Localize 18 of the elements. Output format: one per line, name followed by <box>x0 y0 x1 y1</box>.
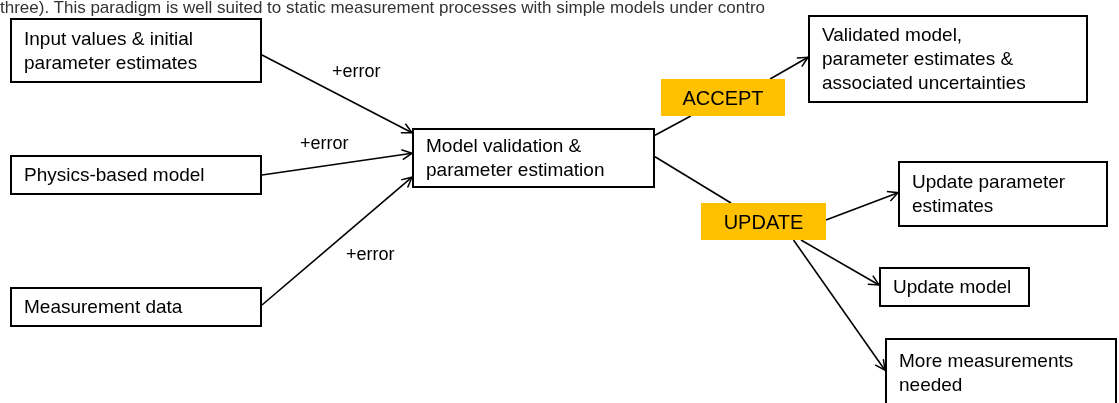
process-box: Update parameter estimates <box>898 161 1108 227</box>
process-box: Input values & initial parameter estimates <box>10 18 262 83</box>
process-box: Validated model, parameter estimates & associated uncertainties <box>808 15 1088 103</box>
process-box: More measurements needed <box>885 338 1117 403</box>
arrow <box>825 190 899 221</box>
arrow <box>769 56 809 80</box>
arrow <box>261 54 413 134</box>
process-box: Model validation & parameter estimation <box>412 128 655 188</box>
arrow <box>261 148 413 176</box>
arrow <box>261 176 413 306</box>
note-text: three). This paradigm is well suited to static measurement processes with simple models under contro <box>0 0 766 18</box>
arrow <box>800 239 880 286</box>
process-box: Physics-based model <box>10 155 262 195</box>
process-box: Update model <box>879 267 1030 307</box>
decision-tag: UPDATE <box>701 203 826 240</box>
arrow <box>792 239 886 371</box>
decision-tag: ACCEPT <box>661 79 785 116</box>
process-box: Measurement data <box>10 287 262 327</box>
